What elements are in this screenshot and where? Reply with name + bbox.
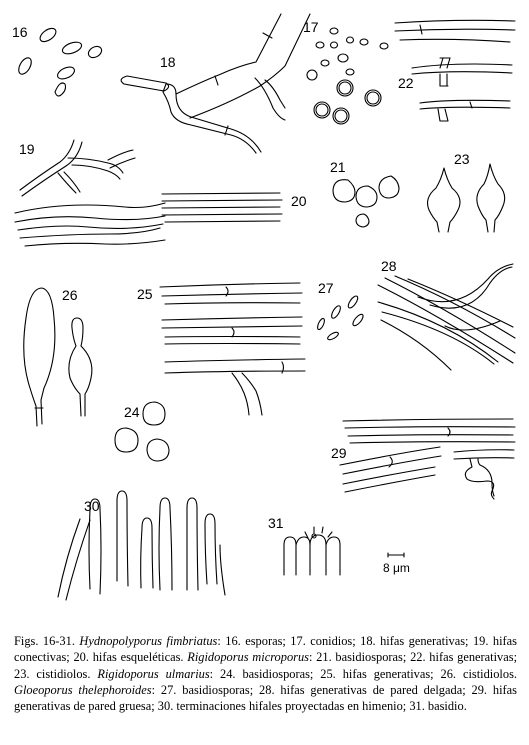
fig31-label: 31: [268, 515, 284, 531]
caption-text-3: : 24. basidiosporas; 25. hifas generativ…: [209, 666, 517, 681]
fig18-generative-hyphae: 18: [120, 13, 311, 154]
scale-bar-label: 8 μm: [383, 561, 410, 575]
fig20-label: 20: [291, 193, 307, 209]
fig19-connective-hyphae: 19: [14, 139, 166, 247]
caption-species-2: Rigidoporus microporus: [187, 650, 309, 665]
figure-caption: Figs. 16-31. Hydnopolyporus fimbriatus: …: [14, 633, 517, 714]
caption-species-4: Gloeoporus thelephoroides: [14, 682, 152, 697]
fig30-label: 30: [84, 498, 100, 514]
fig17-label: 17: [303, 19, 319, 35]
fig29-thick-walled-hyphae: 29: [331, 418, 516, 500]
caption-species-1: Hydnopolyporus fimbriatus: [79, 634, 218, 648]
fig21-basidiospores: 21: [330, 159, 400, 228]
caption-text-4: : 27. basidiosporas; 28. hifas generativ…: [14, 682, 517, 714]
fig23-cystidioles: 23: [427, 151, 506, 233]
fig28-thin-walled-hyphae: 28: [377, 258, 516, 371]
fig24-label: 24: [124, 404, 140, 420]
caption-text-2: : 21. basidiosporas; 22. hifas generativ…: [14, 650, 518, 681]
fig20-skeletal-hyphae: 20: [161, 192, 307, 223]
fig16-label: 16: [12, 24, 28, 40]
fig16-spores: 16: [12, 24, 103, 97]
fig25-label: 25: [137, 286, 153, 302]
fig18-label: 18: [160, 54, 176, 70]
fig19-label: 19: [19, 141, 35, 157]
fig31-basidium: 31: [268, 515, 341, 576]
fig29-label: 29: [331, 445, 347, 461]
fig26-cystidioles: 26: [23, 287, 93, 427]
figure-plate: 16 17 18: [12, 13, 516, 601]
fig17-conidia: 17: [303, 19, 389, 125]
fig25-generative-hyphae: 25: [137, 282, 306, 416]
fig27-basidiospores: 27: [317, 280, 364, 341]
fig28-label: 28: [381, 258, 397, 274]
fig22-generative-hyphae: 22: [394, 19, 516, 122]
fig27-label: 27: [318, 280, 334, 296]
fig22-label: 22: [398, 75, 414, 91]
caption-text-1: : 16. esporas; 17. conidios; 18. hifas g…: [14, 634, 517, 665]
caption-lead: Figs. 16-31.: [14, 634, 80, 648]
scale-bar: 8 μm: [383, 552, 410, 575]
fig23-label: 23: [454, 151, 470, 167]
fig30-hyphal-ends: 30: [57, 490, 226, 601]
fig21-label: 21: [330, 159, 346, 175]
fig26-label: 26: [62, 287, 78, 303]
caption-species-3: Rigidoporus ulmarius: [97, 666, 210, 681]
fig24-basidiospores: 24: [114, 401, 170, 462]
